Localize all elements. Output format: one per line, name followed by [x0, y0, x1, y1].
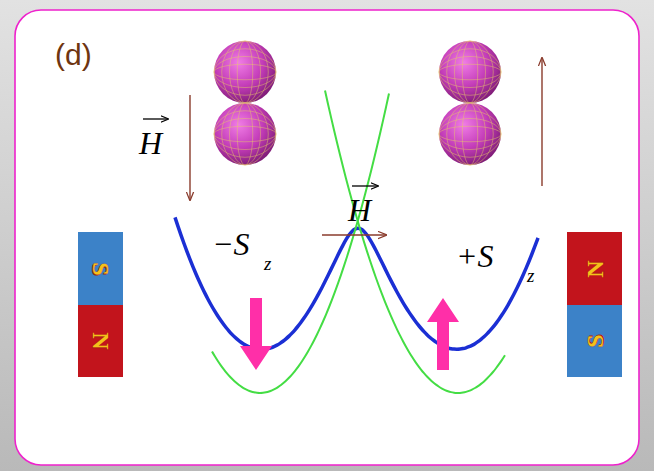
- vector-arrow: [352, 185, 378, 186]
- orbital-lobe: [439, 103, 501, 165]
- field-symbol: H: [139, 127, 162, 159]
- parabola-curve: [212, 93, 389, 392]
- orbital-lobes: [214, 41, 501, 165]
- orbital-mesh: [214, 103, 276, 165]
- magnet-pole: S: [567, 305, 622, 377]
- orbital-lobe: [214, 41, 276, 103]
- subscript: z: [264, 254, 271, 273]
- vector-arrow: [143, 118, 168, 119]
- pole-letter: N: [583, 260, 607, 277]
- subscript: z: [527, 266, 534, 285]
- orbital-mesh: [439, 41, 501, 103]
- double-well-curve: [175, 217, 538, 349]
- orbital-mesh: [439, 103, 501, 165]
- spin-label: +S: [456, 240, 494, 272]
- magnet-pole: N: [567, 232, 622, 305]
- frame: [15, 10, 639, 465]
- magnet-pole: S: [78, 232, 123, 305]
- field-arrow: [541, 58, 542, 186]
- spin-label: −S: [212, 228, 250, 260]
- orbital-lobe: [214, 103, 276, 165]
- magnet-pole: N: [78, 305, 123, 377]
- orbital-mesh: [214, 41, 276, 103]
- panel-letter: (d): [55, 40, 92, 70]
- field-symbol: H: [348, 194, 371, 226]
- spin-down-arrow: [240, 298, 272, 370]
- field-arrow: [189, 95, 190, 200]
- pole-letter: S: [582, 334, 606, 347]
- orbital-lobe: [439, 41, 501, 103]
- parabola-curve: [325, 91, 505, 393]
- energy-curves: [175, 91, 538, 393]
- spin-up-arrow: [427, 298, 459, 370]
- field-arrow: [322, 234, 386, 235]
- pole-letter: S: [88, 262, 112, 275]
- pole-letter: N: [89, 332, 113, 349]
